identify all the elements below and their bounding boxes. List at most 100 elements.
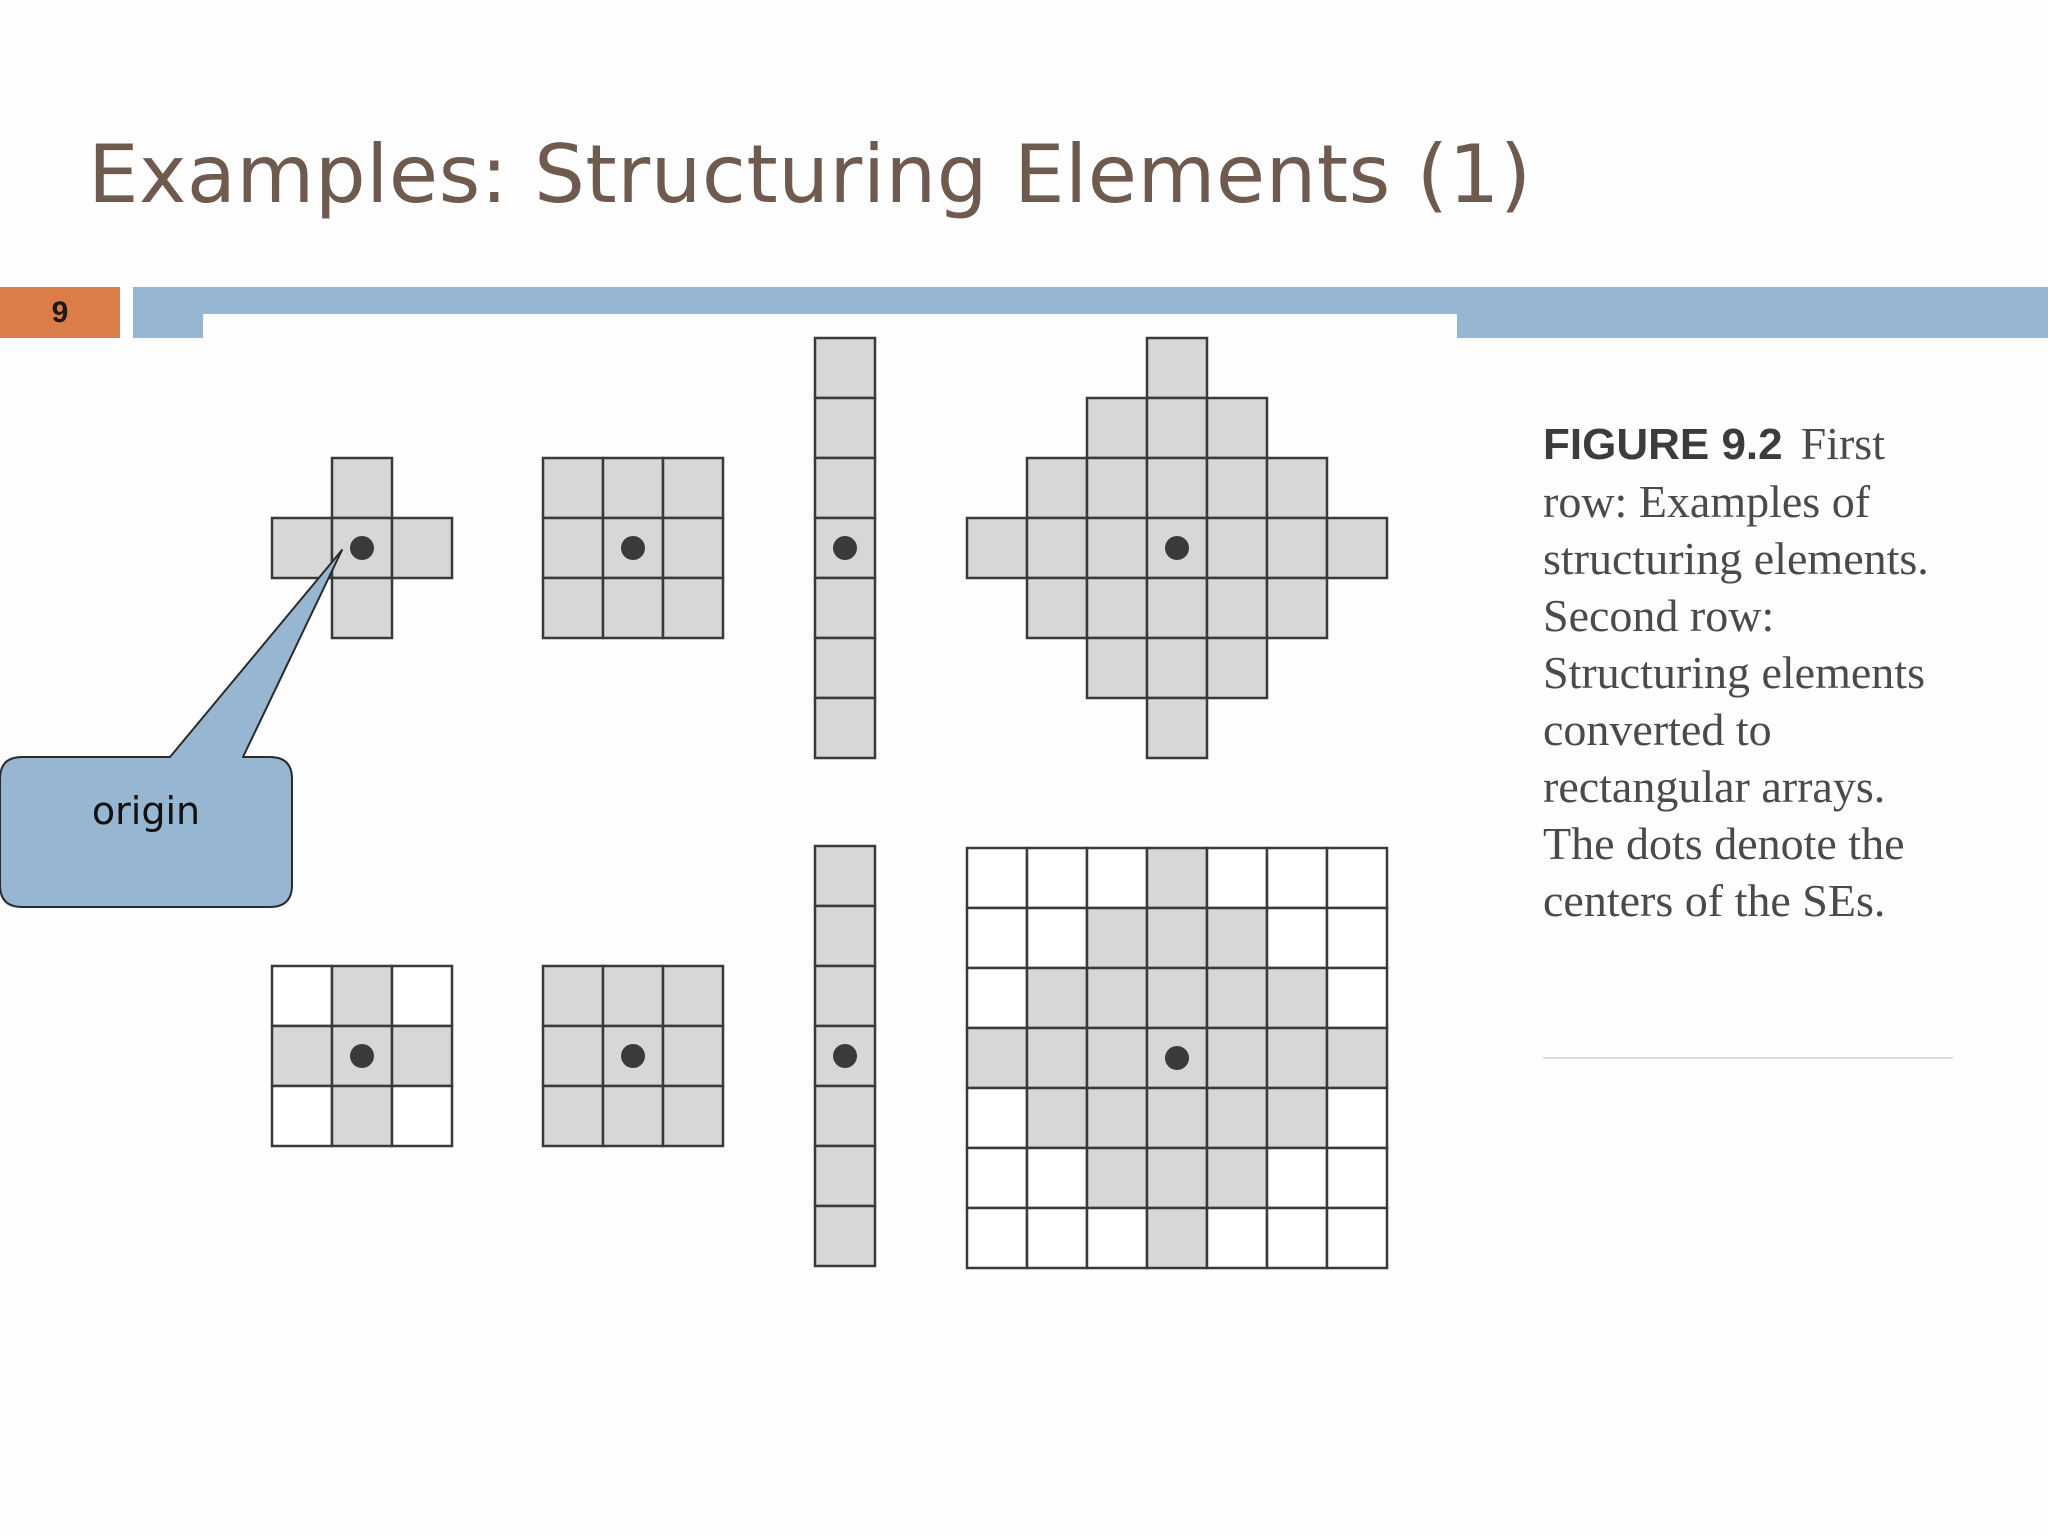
se-cell-on	[330, 576, 394, 640]
se-cell-on	[1205, 1086, 1269, 1150]
se-cell-on	[1265, 576, 1329, 640]
page-number-badge: 9	[0, 287, 120, 338]
se-cell-off	[1265, 906, 1329, 970]
se-cell-on	[1265, 1086, 1329, 1150]
se-cell-on	[661, 1024, 725, 1088]
se-cell-on	[1025, 516, 1089, 580]
origin-dot	[350, 1044, 374, 1068]
se-cell-on	[1145, 1206, 1209, 1270]
se-cell-off	[1325, 906, 1389, 970]
se-cell-off	[1265, 1206, 1329, 1270]
se-cell-on	[1145, 966, 1209, 1030]
origin-dot	[833, 536, 857, 560]
se-cell-off	[1205, 1206, 1269, 1270]
se-cell-on	[1265, 1026, 1329, 1090]
se-cell-on	[1085, 1026, 1149, 1090]
origin-dot	[1165, 1046, 1189, 1070]
se-cell-off	[270, 1084, 334, 1148]
se-cell-on	[1145, 906, 1209, 970]
caption-rule	[1543, 1057, 1953, 1059]
se-cell-on	[813, 904, 877, 968]
se-cell-on	[1145, 456, 1209, 520]
se-cell-on	[1265, 456, 1329, 520]
se-cell-on	[965, 516, 1029, 580]
se-cell-on	[1145, 1086, 1209, 1150]
se-cell-on	[1205, 966, 1269, 1030]
se-cell-on	[1085, 1146, 1149, 1210]
se-cell-on	[1265, 966, 1329, 1030]
se-cell-on	[1145, 696, 1209, 760]
slide-title: Examples: Structuring Elements (1)	[88, 128, 1532, 221]
origin-callout: origin	[0, 549, 343, 908]
se-cell-on	[1145, 846, 1209, 910]
se-cell-on	[813, 696, 877, 760]
se-cell-off	[1085, 846, 1149, 910]
se-cell-on	[1145, 576, 1209, 640]
se-row1-square-3x3	[541, 456, 725, 640]
se-cell-on	[1205, 456, 1269, 520]
se-cell-on	[330, 456, 394, 520]
origin-dot	[621, 1044, 645, 1068]
se-cell-on	[270, 516, 334, 580]
se-cell-off	[965, 1206, 1029, 1270]
figure-caption-text: First row: Examples of structuring eleme…	[1543, 418, 1929, 926]
se-cell-off	[1025, 906, 1089, 970]
callout-label: origin	[92, 789, 200, 833]
figure-caption-label: FIGURE 9.2	[1543, 420, 1783, 469]
se-cell-on	[1085, 1086, 1149, 1150]
se-cell-on	[1325, 516, 1389, 580]
se-row1-cross-3x3	[270, 456, 454, 640]
se-cell-on	[541, 1024, 605, 1088]
se-cell-on	[1025, 456, 1089, 520]
se-cell-on	[1265, 516, 1329, 580]
se-row2-cross-3x3-array	[270, 964, 454, 1148]
se-cell-on	[1205, 396, 1269, 460]
se-cell-on	[1085, 636, 1149, 700]
se-cell-on	[813, 1084, 877, 1148]
se-cell-on	[813, 1144, 877, 1208]
se-cell-off	[965, 966, 1029, 1030]
se-cell-off	[965, 846, 1029, 910]
se-cell-off	[1325, 846, 1389, 910]
se-cell-on	[813, 576, 877, 640]
se-cell-on	[1085, 966, 1149, 1030]
se-cell-on	[1025, 1026, 1089, 1090]
se-cell-off	[965, 906, 1029, 970]
se-cell-on	[1205, 1026, 1269, 1090]
se-cell-on	[1205, 516, 1269, 580]
se-cell-on	[813, 844, 877, 908]
se-cell-on	[813, 456, 877, 520]
se-cell-off	[1325, 966, 1389, 1030]
se-row2-square-3x3-array	[541, 964, 725, 1148]
se-cell-on	[541, 456, 605, 520]
se-cell-on	[1145, 336, 1209, 400]
se-cell-on	[601, 964, 665, 1028]
se-cell-on	[330, 1084, 394, 1148]
se-cell-on	[1205, 576, 1269, 640]
se-cell-on	[1145, 636, 1209, 700]
se-cell-on	[390, 516, 454, 580]
se-cell-on	[330, 964, 394, 1028]
se-cell-on	[813, 636, 877, 700]
se-cell-on	[813, 1204, 877, 1268]
callout-bubble	[0, 549, 343, 908]
se-row2-diamond-7x7-array	[965, 846, 1389, 1270]
se-cell-off	[1085, 1206, 1149, 1270]
origin-dot	[833, 1044, 857, 1068]
se-cell-on	[1085, 456, 1149, 520]
se-cell-on	[541, 1084, 605, 1148]
se-cell-off	[1325, 1086, 1389, 1150]
se-cell-on	[1205, 1146, 1269, 1210]
se-cell-off	[1265, 846, 1329, 910]
se-row2-line-vertical-7-array	[813, 844, 877, 1268]
se-cell-on	[813, 396, 877, 460]
se-cell-on	[601, 1084, 665, 1148]
origin-dot	[621, 536, 645, 560]
se-cell-on	[1025, 576, 1089, 640]
se-cell-on	[541, 964, 605, 1028]
se-cell-on	[813, 964, 877, 1028]
se-cell-on	[1025, 1086, 1089, 1150]
se-cell-off	[1025, 1206, 1089, 1270]
se-cell-on	[541, 516, 605, 580]
